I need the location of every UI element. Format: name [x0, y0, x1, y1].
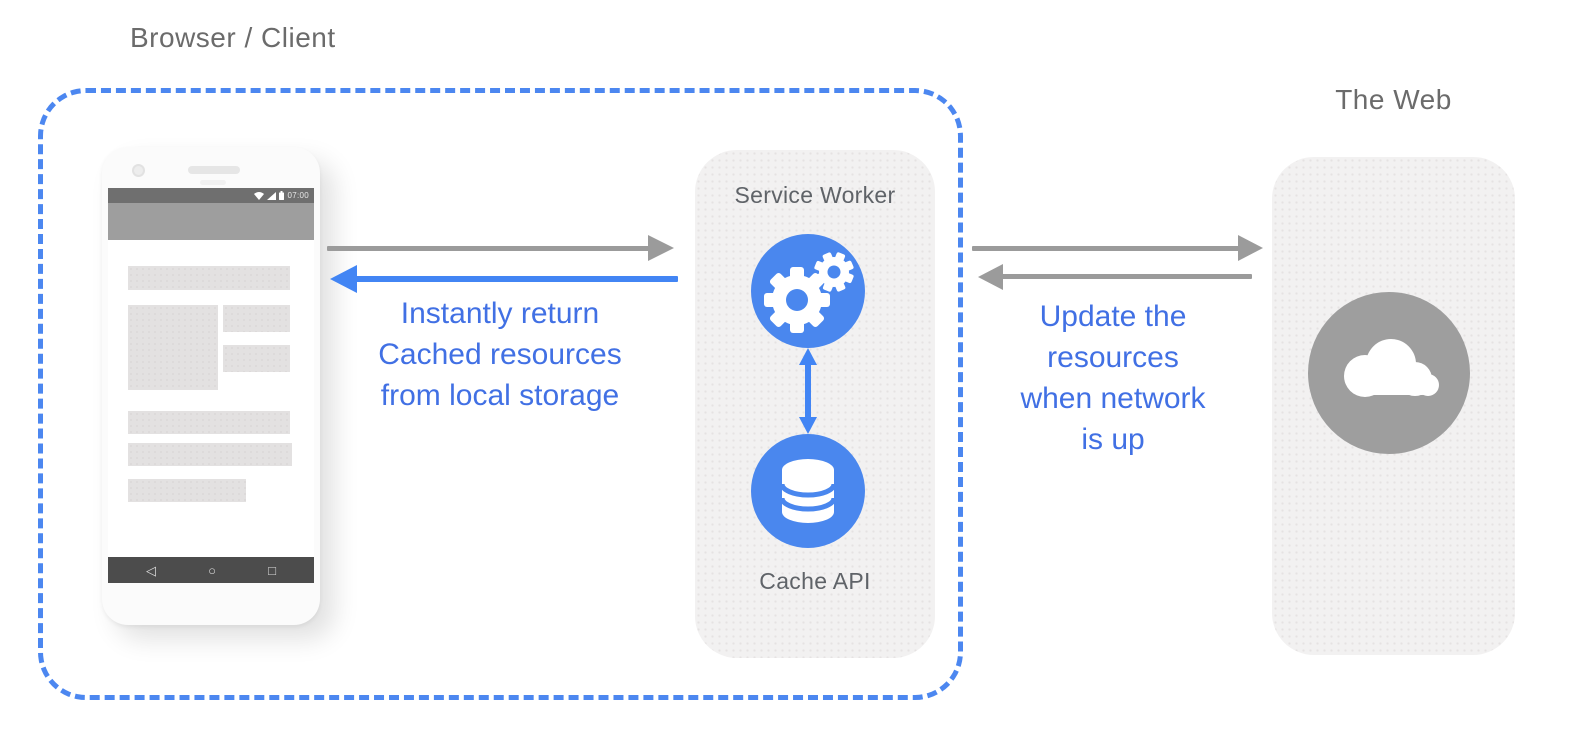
- arrow-sw-cache: [799, 348, 817, 439]
- phone-app-bar: [108, 203, 314, 240]
- phone-screen: 07:00 ◁ ○ □: [108, 188, 314, 583]
- network-update-annotation: Update the resources when network is up: [953, 296, 1273, 460]
- database-icon: [751, 434, 865, 553]
- content-placeholder-block: [223, 305, 290, 332]
- the-web-panel: [1272, 157, 1515, 655]
- cloud-icon: [1308, 292, 1470, 459]
- service-worker-panel: Service Worker: [695, 150, 935, 658]
- phone-mockup: 07:00 ◁ ○ □: [102, 147, 320, 625]
- annotation-line: Instantly return: [400, 297, 600, 330]
- annotation-line: resources: [1047, 341, 1179, 374]
- status-time: 07:00: [287, 190, 309, 200]
- phone-nav-bar: ◁ ○ □: [108, 557, 314, 583]
- browser-client-label: Browser / Client: [130, 22, 336, 53]
- annotation-line: Cached resources: [378, 338, 622, 371]
- content-placeholder-block: [223, 345, 290, 372]
- gears-icon: [751, 234, 865, 353]
- annotation-line: when network: [1020, 382, 1206, 415]
- battery-icon: [279, 191, 285, 200]
- phone-speaker-icon: [188, 166, 240, 174]
- back-icon: ◁: [146, 562, 156, 578]
- content-placeholder-block: [128, 266, 290, 290]
- service-worker-title: Service Worker: [734, 182, 896, 208]
- wifi-icon: [254, 191, 265, 200]
- phone-camera-icon: [132, 164, 145, 177]
- cache-return-annotation: Instantly return Cached resources from l…: [340, 293, 660, 416]
- annotation-line: from local storage: [380, 379, 620, 412]
- annotation-line: is up: [1081, 423, 1145, 456]
- content-placeholder-block: [128, 305, 218, 390]
- signal-icon: [267, 191, 277, 200]
- the-web-label: The Web: [1335, 84, 1452, 115]
- phone-status-bar: 07:00: [108, 188, 314, 203]
- browser-client-boundary: [38, 88, 963, 700]
- home-icon: ○: [208, 562, 216, 578]
- phone-speaker-grill-icon: [200, 180, 226, 185]
- cache-api-label: Cache API: [759, 568, 871, 594]
- content-placeholder-block: [128, 411, 290, 434]
- annotation-line: Update the: [1039, 300, 1187, 333]
- content-placeholder-block: [128, 443, 292, 466]
- recents-icon: □: [268, 562, 276, 578]
- content-placeholder-block: [128, 479, 246, 502]
